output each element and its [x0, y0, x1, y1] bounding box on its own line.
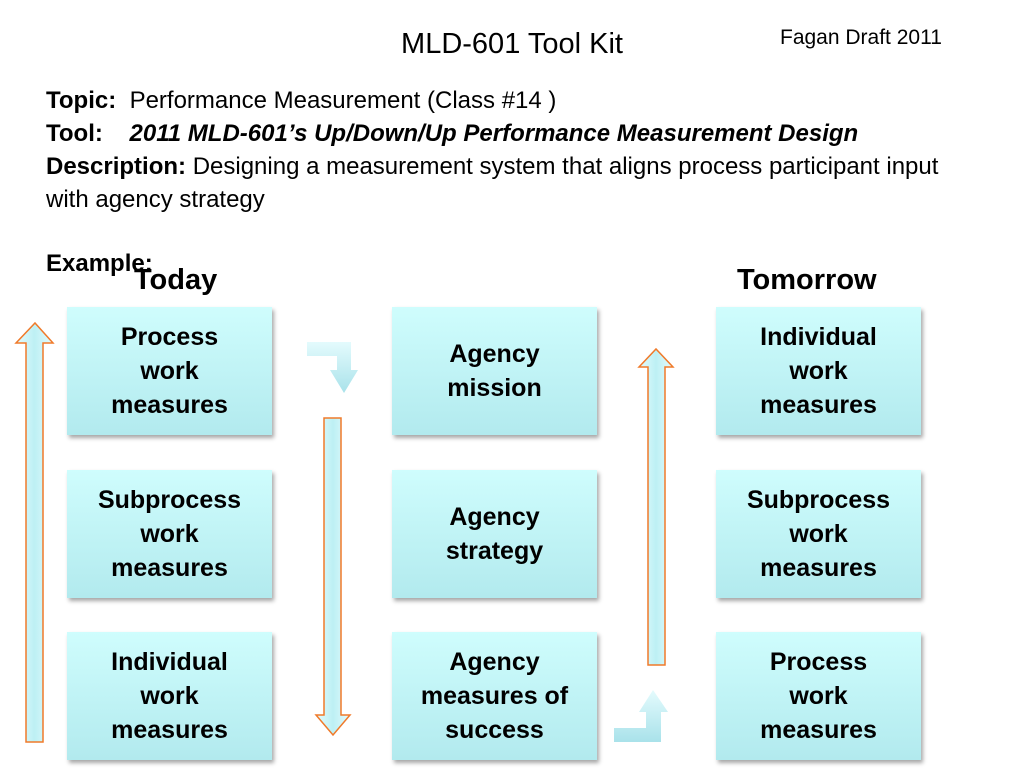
tool-label: Tool: — [46, 120, 103, 147]
today-heading: Today — [134, 264, 218, 296]
tomorrow-box-individual: Individual work measures — [716, 307, 921, 435]
topic-line: Topic: Performance Measurement (Class #1… — [46, 84, 946, 117]
description-value: Designing a measurement system that alig… — [46, 153, 939, 213]
down-arrow-middle-icon — [314, 417, 352, 737]
elbow-arrow-down-icon — [307, 342, 358, 393]
description-line: Description: Designing a measurement sys… — [46, 150, 946, 216]
agency-box-mission: Agency mission — [392, 307, 597, 435]
topic-value: Performance Measurement (Class #14 ) — [129, 87, 557, 114]
info-block: Topic: Performance Measurement (Class #1… — [46, 84, 946, 216]
today-box-subprocess: Subprocess work measures — [67, 470, 272, 598]
example-label: Example: — [46, 250, 153, 277]
tomorrow-heading: Tomorrow — [737, 264, 877, 296]
tomorrow-box-subprocess: Subprocess work measures — [716, 470, 921, 598]
agency-box-measures: Agency measures of success — [392, 632, 597, 760]
up-arrow-right-icon — [637, 347, 675, 666]
agency-box-strategy: Agency strategy — [392, 470, 597, 598]
description-label: Description: — [46, 153, 187, 180]
tomorrow-box-process: Process work measures — [716, 632, 921, 760]
topic-label: Topic: — [46, 87, 117, 114]
up-arrow-left-icon — [14, 321, 55, 743]
today-box-process: Process work measures — [67, 307, 272, 435]
elbow-arrow-up-icon — [614, 690, 668, 742]
today-box-individual: Individual work measures — [67, 632, 272, 760]
tool-line: Tool: 2011 MLD-601’s Up/Down/Up Performa… — [46, 117, 946, 150]
tool-value: 2011 MLD-601’s Up/Down/Up Performance Me… — [129, 120, 859, 147]
page-title: MLD-601 Tool Kit — [401, 28, 623, 60]
draft-note: Fagan Draft 2011 — [780, 26, 942, 49]
